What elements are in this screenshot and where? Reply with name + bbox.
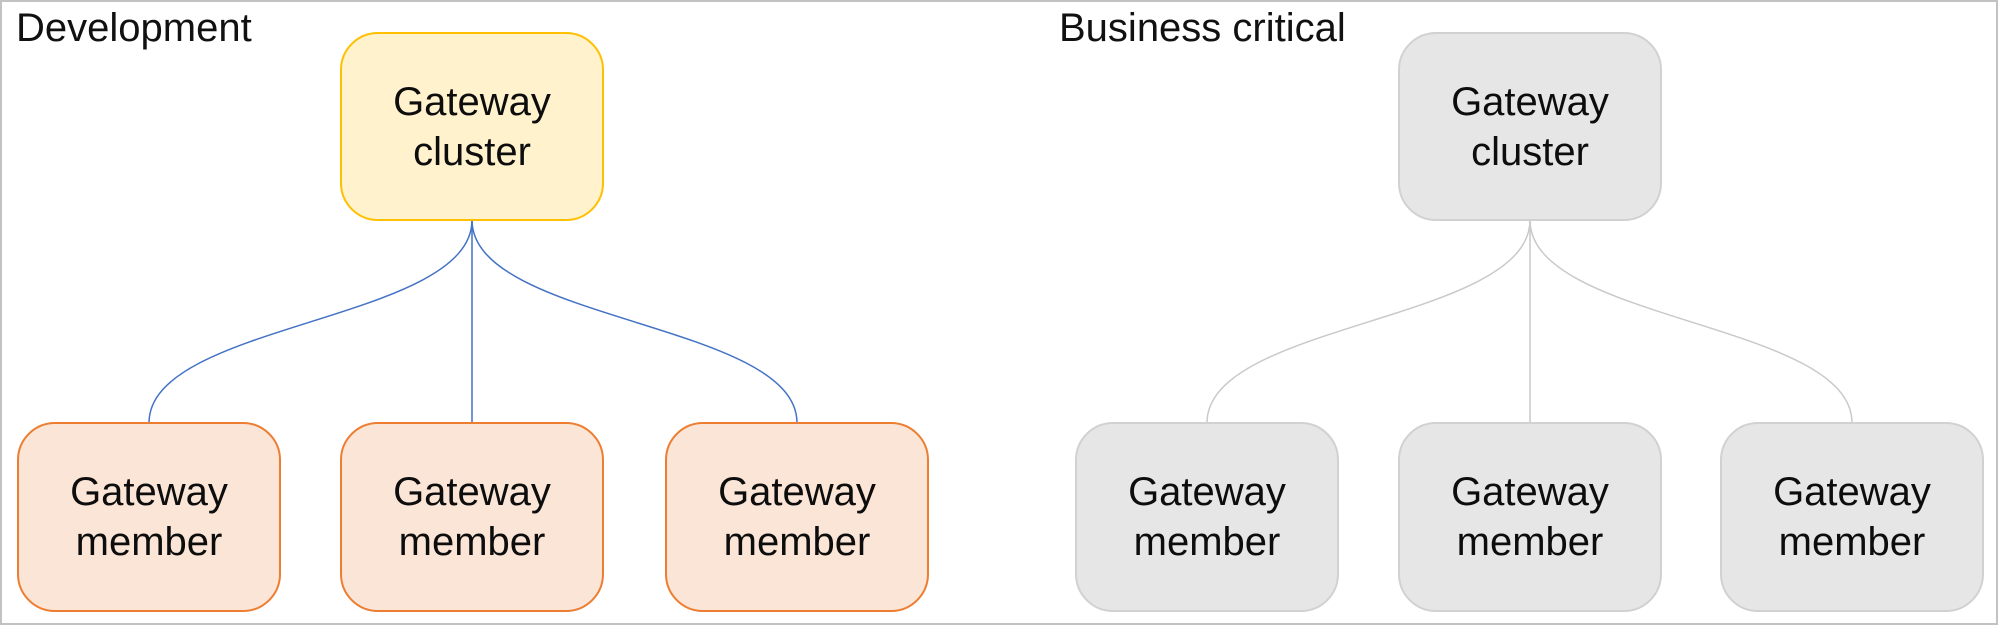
group-title-development: Development	[16, 6, 252, 50]
connector-cluster-to-member-1	[148, 219, 473, 424]
gateway-member-label: Gateway member	[1451, 470, 1609, 564]
connector-lines	[148, 219, 798, 424]
connector-cluster-to-member-1	[1206, 219, 1531, 424]
gateway-cluster-label: Gateway cluster	[1451, 79, 1609, 174]
connector-lines	[1206, 219, 1853, 424]
connector-cluster-to-member-3	[1529, 219, 1853, 424]
gateway-member-node: Gateway member	[340, 422, 604, 612]
gateway-cluster-label: Gateway cluster	[393, 79, 551, 174]
group-title-business-critical: Business critical	[1059, 6, 1346, 50]
connector-cluster-to-member-3	[471, 219, 798, 424]
gateway-member-node: Gateway member	[1720, 422, 1984, 612]
gateway-member-label: Gateway member	[70, 470, 228, 564]
gateway-member-node: Gateway member	[1398, 422, 1662, 612]
gateway-cluster-node: Gateway cluster	[1398, 32, 1662, 221]
gateway-member-label: Gateway member	[1128, 470, 1286, 564]
gateway-member-node: Gateway member	[17, 422, 281, 612]
gateway-member-node: Gateway member	[665, 422, 929, 612]
business-critical-group: Business critical Gateway cluster Gatewa…	[1001, 2, 1996, 623]
gateway-member-label: Gateway member	[1773, 470, 1931, 564]
gateway-member-node: Gateway member	[1075, 422, 1339, 612]
development-group: Development Gateway cluster Gateway memb…	[2, 2, 1001, 623]
gateway-member-label: Gateway member	[393, 470, 551, 564]
gateway-cluster-node: Gateway cluster	[340, 32, 604, 221]
gateway-member-label: Gateway member	[718, 470, 876, 564]
